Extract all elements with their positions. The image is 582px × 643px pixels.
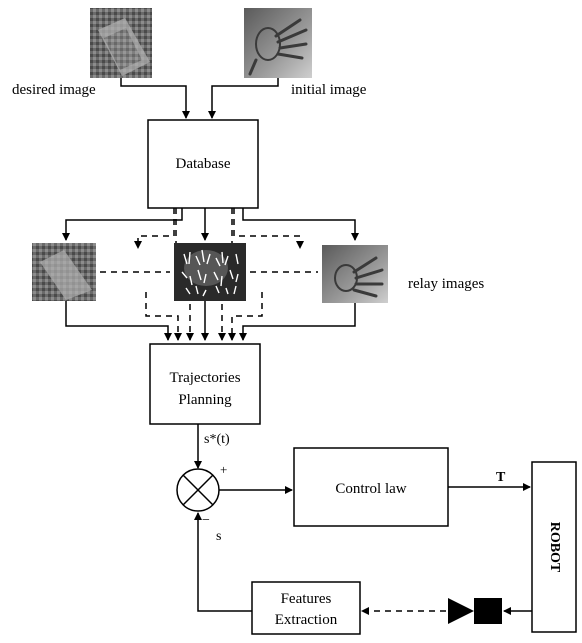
minus-sign: − [202, 513, 210, 528]
database-fanout-solid [62, 208, 359, 241]
summing-junction [176, 468, 220, 512]
robot-box [531, 461, 577, 633]
database-fanout-dashed [134, 208, 304, 249]
features-extraction-box [251, 581, 361, 635]
relay-images-label: relay images [408, 276, 484, 292]
features-label-line2: Extraction [275, 612, 338, 628]
robot-label: ROBOT [547, 522, 562, 573]
control-law-box [293, 447, 449, 527]
relay-fanin-solid [65, 301, 356, 341]
relay-image-2-thumbnail [174, 243, 246, 301]
connector-features-to-sum [194, 512, 252, 612]
initial-image-thumbnail [244, 8, 312, 78]
plus-sign: + [220, 462, 227, 477]
trajectories-planning-box [149, 343, 261, 425]
trajectories-label-line1: Trajectories [169, 370, 240, 386]
relay-image-3-thumbnail [322, 245, 388, 303]
connector-desired-to-database [120, 78, 190, 119]
relay-fanin-dashed [145, 292, 263, 341]
camera-icon [448, 598, 502, 624]
T-label: T [496, 470, 506, 485]
relay-image-1-thumbnail [32, 243, 96, 301]
trajectories-label-line2: Planning [178, 392, 232, 408]
control-law-label: Control law [335, 481, 406, 497]
initial-image-label: initial image [291, 82, 367, 98]
desired-image-label: desired image [12, 82, 96, 98]
s-star-label: s*(t) [204, 432, 230, 447]
database-label: Database [176, 156, 231, 172]
database-box [147, 119, 259, 209]
connector-initial-to-database [208, 78, 279, 119]
s-label: s [216, 529, 221, 544]
features-label-line1: Features [281, 591, 332, 607]
desired-image-thumbnail [90, 8, 152, 78]
